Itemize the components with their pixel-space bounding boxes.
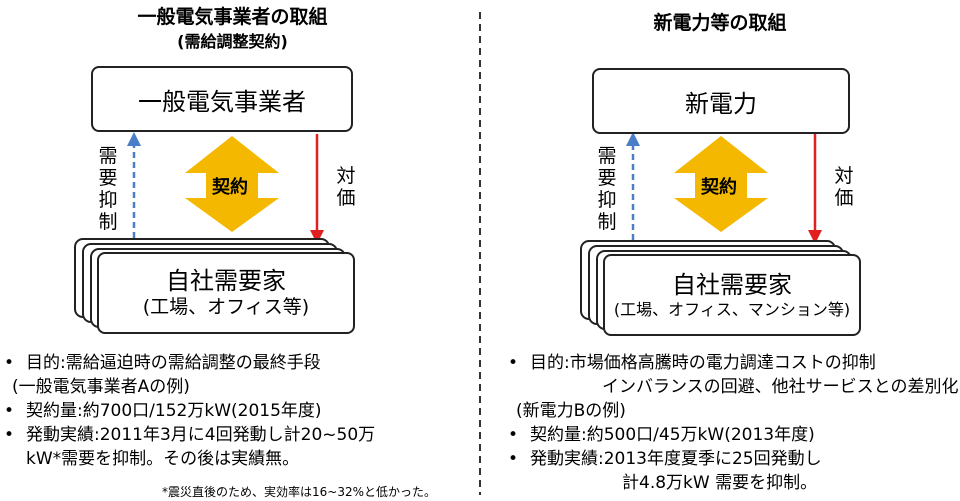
left-customer-sublabel: (工場、オフィス等) — [142, 296, 310, 318]
right-customer-sublabel: (工場、オフィス、マンション等) — [613, 299, 851, 319]
left-compensation-label: 対 価 — [336, 165, 356, 209]
right-bullet-list: 目的:市場価格高騰時の電力調達コストの抑制 インバランスの回避、他社サービスとの… — [504, 351, 959, 495]
list-item: (一般電気事業者Aの例) — [12, 377, 190, 397]
left-bullet-list: 目的:需給逼迫時の需給調整の最終手段 (一般電気事業者Aの例) 契約量:約700… — [0, 351, 375, 471]
left-demand-suppression-label: 需 要 抑 制 — [98, 145, 118, 233]
right-demand-suppression-label: 需 要 抑 制 — [597, 145, 617, 233]
list-item: 目的:市場価格高騰時の電力調達コストの抑制 — [504, 351, 959, 375]
right-title: 新電力等の取組 — [653, 12, 787, 34]
list-item: (新電力Bの例) — [516, 401, 626, 421]
right-compensation-arrow — [808, 134, 822, 244]
right-new-power-label: 新電力 — [685, 89, 757, 118]
list-item: 目的:需給逼迫時の需給調整の最終手段 — [0, 351, 375, 375]
list-item: 契約量:約500口/45万kW(2013年度) — [504, 423, 959, 447]
right-customer-label: 自社需要家 — [672, 271, 792, 299]
list-item: 発動実績:2013年度夏季に25回発動し — [504, 447, 959, 471]
left-title: 一般電気事業者の取組 — [137, 6, 328, 28]
left-contract-arrow — [185, 136, 279, 232]
left-compensation-arrow — [310, 134, 324, 244]
right-new-power-box: 新電力 — [592, 68, 850, 134]
left-utility-label: 一般電気事業者 — [138, 87, 306, 116]
left-customer-box: 自社需要家 (工場、オフィス等) — [97, 252, 355, 334]
right-demand-suppression-arrow — [626, 132, 640, 240]
left-footnote: *震災直後のため、実効率は16~32%と低かった。 — [162, 485, 436, 499]
right-contract-arrow — [674, 136, 768, 232]
right-customer-box: 自社需要家 (工場、オフィス、マンション等) — [603, 254, 861, 336]
left-customer-label: 自社需要家 — [166, 267, 286, 296]
left-contract-label: 契約 — [212, 177, 248, 198]
right-compensation-label: 対 価 — [834, 165, 854, 209]
list-item: インバランスの回避、他社サービスとの差別化 — [602, 377, 959, 397]
list-item: 発動実績:2011年3月に4回発動し計20~50万 — [0, 423, 375, 447]
list-item: 計4.8万kW 需要を抑制。 — [622, 473, 818, 493]
right-contract-label: 契約 — [701, 177, 737, 198]
left-utility-box: 一般電気事業者 — [91, 66, 353, 132]
left-demand-suppression-arrow — [127, 132, 141, 238]
list-item: kW*需要を抑制。その後は実績無。 — [26, 449, 300, 469]
left-subtitle: (需給調整契約) — [177, 32, 288, 51]
list-item: 契約量:約700口/152万kW(2015年度) — [0, 399, 375, 423]
